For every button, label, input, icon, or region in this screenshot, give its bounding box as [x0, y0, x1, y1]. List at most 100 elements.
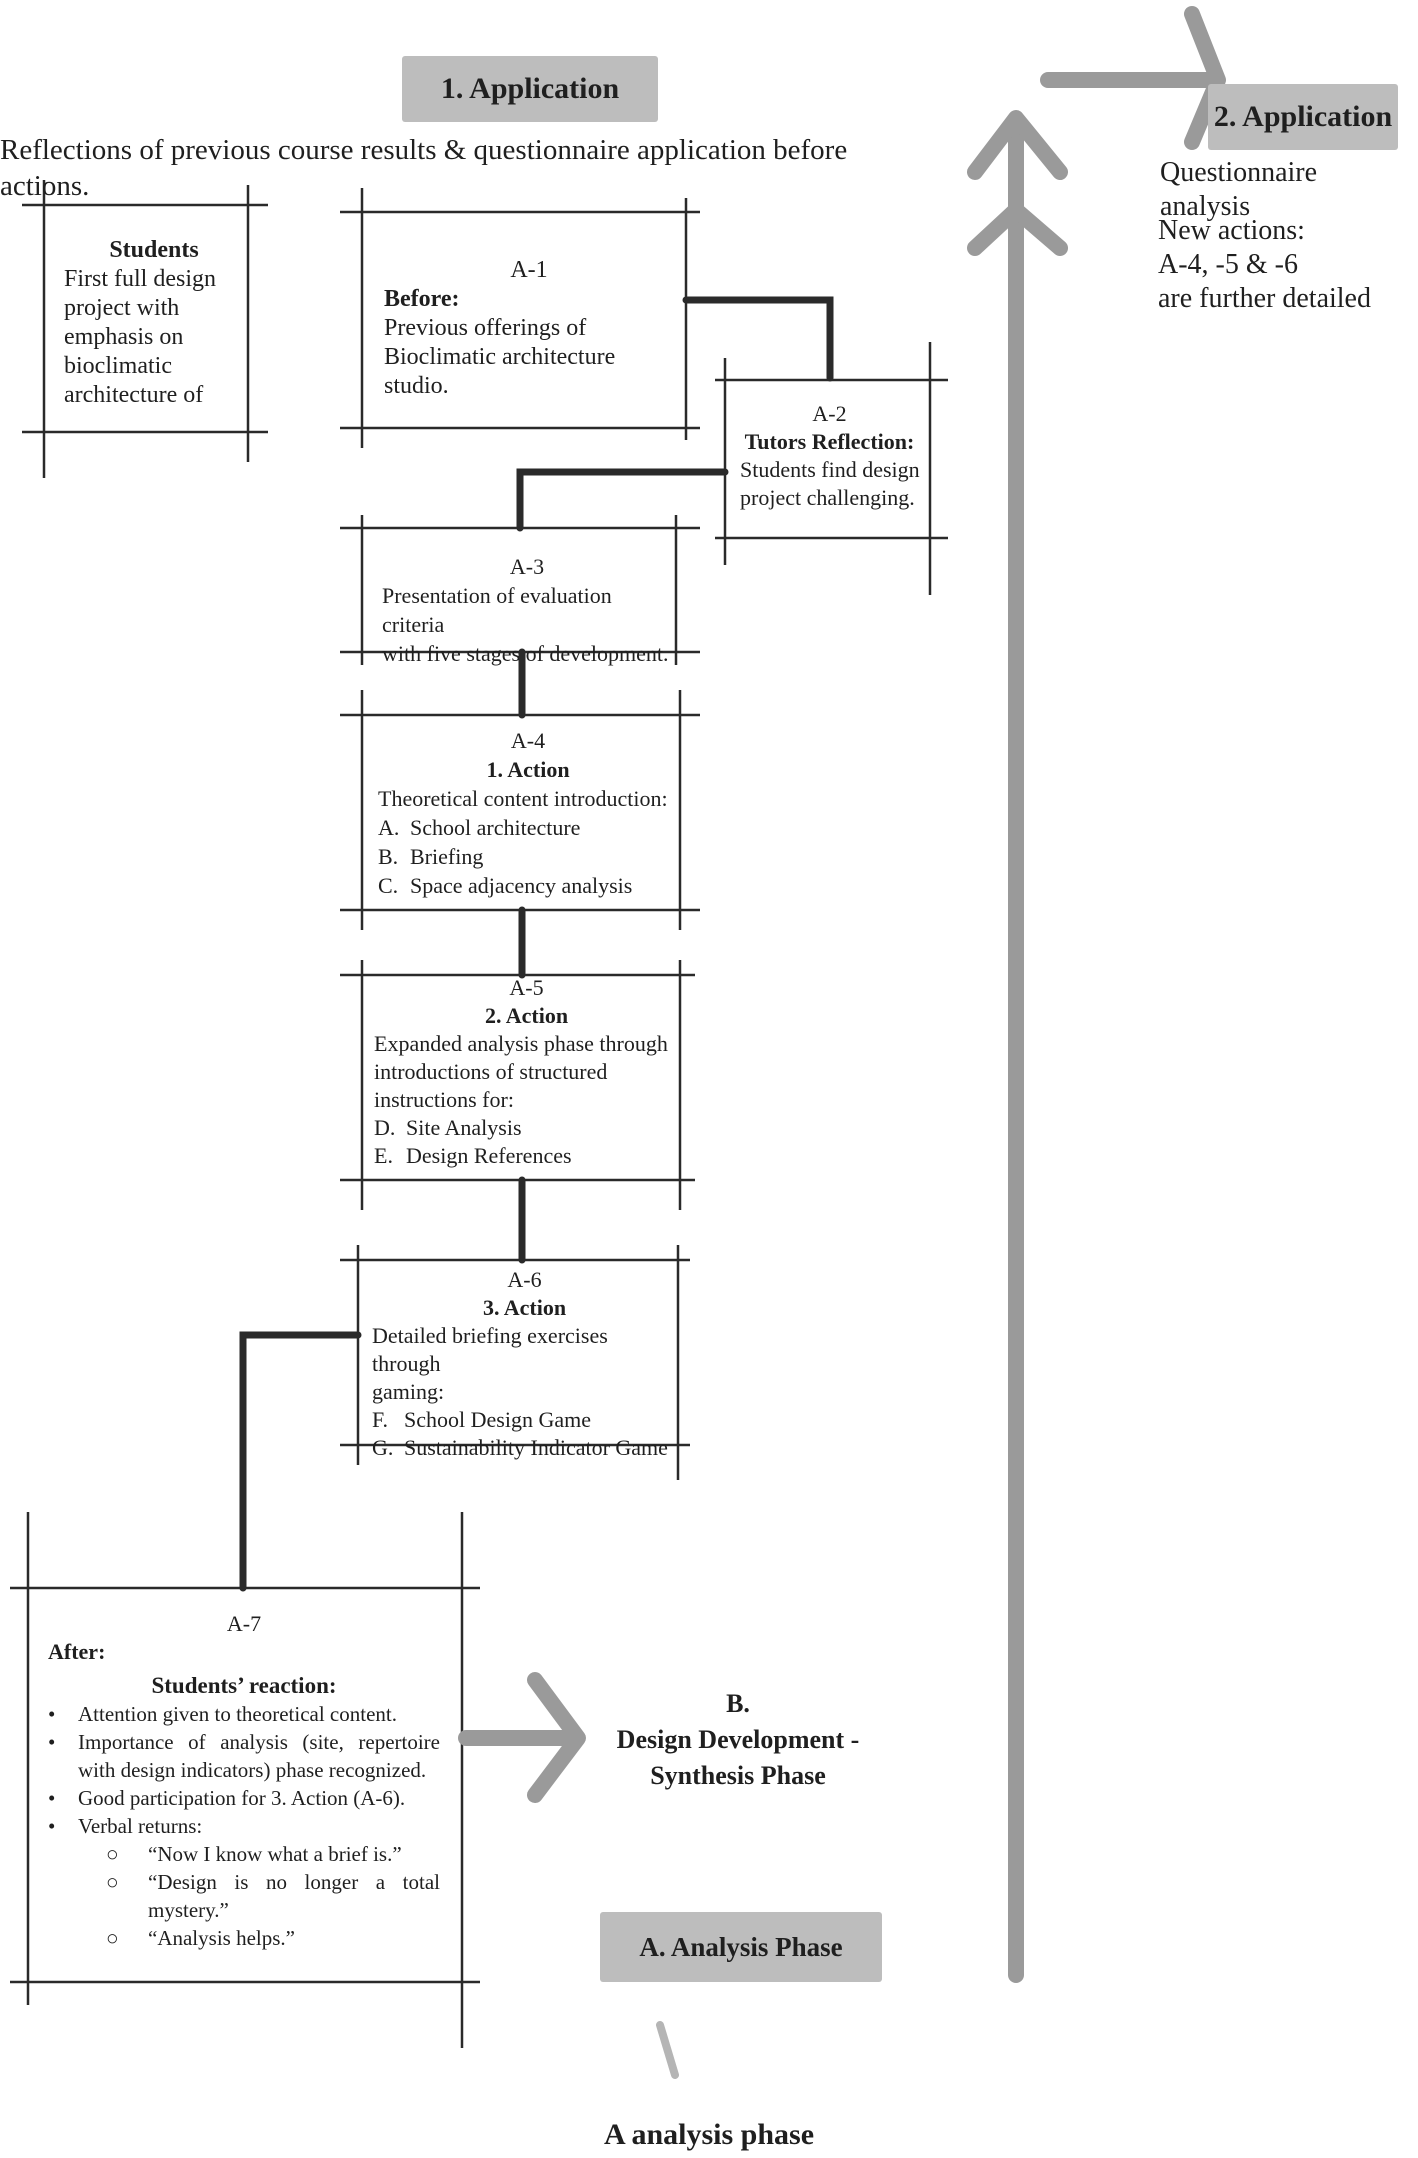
a1-heading: Before: — [384, 286, 460, 312]
a6-id: A-6 — [507, 1267, 542, 1292]
a7-quote-text: “Analysis helps.” — [148, 1926, 295, 1950]
a7-bullet-text: Good participation for 3. Action (A-6). — [78, 1786, 406, 1810]
students-line: First full design — [64, 266, 217, 292]
bullet-icon: • — [48, 1702, 56, 1726]
application-2-tag: 2. Application — [1208, 84, 1398, 150]
a7-id: A-7 — [226, 1611, 262, 1636]
a7-bullet: • Verbal returns: — [48, 1812, 440, 1840]
bullet-icon: • — [48, 1814, 56, 1838]
students-title: Students — [109, 237, 199, 263]
a4-item-text: Briefing — [410, 844, 484, 869]
a5-item-text: Site Analysis — [406, 1115, 522, 1140]
a6-item: G. Sustainability Indicator Game — [372, 1434, 677, 1462]
a4-item-marker: A. — [378, 815, 400, 840]
a1-id: A-1 — [510, 257, 548, 283]
phase-b-line: Design Development - — [616, 1725, 860, 1754]
a2-id: A-2 — [812, 401, 847, 426]
a6-item-marker: F. — [372, 1407, 388, 1432]
circle-bullet-icon: ○ — [106, 1870, 119, 1894]
a7-quote: ○ “Design is no longer a total mystery.” — [106, 1868, 440, 1924]
a7-bullet-text: Verbal returns: — [78, 1814, 203, 1838]
arrow-head-top-right — [1184, 6, 1226, 150]
a5-item-marker: E. — [374, 1143, 393, 1168]
new-actions-line: are further detailed — [1158, 283, 1371, 314]
connector-a6-a7 — [239, 1331, 362, 1592]
a2-line: project challenging. — [740, 485, 915, 510]
a7-bullet-text: Importance of analysis (site, repertoire… — [78, 1730, 440, 1782]
students-line: emphasis on — [64, 324, 184, 350]
students-line: architecture of — [64, 382, 204, 408]
phase-a-tag: A. Analysis Phase — [600, 1912, 882, 1982]
a4-item: C. Space adjacency analysis — [378, 871, 678, 900]
a7-quote: ○ “Analysis helps.” — [106, 1924, 440, 1952]
a1-line: studio. — [384, 373, 449, 399]
a6-item-marker: G. — [372, 1435, 394, 1460]
circle-bullet-icon: ○ — [106, 1842, 119, 1866]
a3-line: with five stages of development. — [382, 641, 669, 666]
a4-box: A-4 1. Action Theoretical content introd… — [378, 726, 678, 900]
a4-item: B. Briefing — [378, 842, 678, 871]
arrow-head-lower — [967, 202, 1068, 256]
subtitle-reflections: Reflections of previous course results &… — [0, 134, 848, 202]
circle-bullet-icon: ○ — [106, 1926, 119, 1950]
a6-item-text: Sustainability Indicator Game — [404, 1435, 668, 1460]
arrow-head-upper — [967, 110, 1068, 180]
a5-heading: 2. Action — [484, 1003, 569, 1028]
new-actions-line: A-4, -5 & -6 — [1158, 249, 1298, 280]
a1-line: Bioclimatic architecture — [384, 344, 616, 370]
a7-bullet: • Attention given to theoretical content. — [48, 1700, 440, 1728]
a5-item-text: Design References — [406, 1143, 572, 1168]
connector-a1-a2 — [682, 296, 834, 382]
new-actions-line: New actions: — [1158, 215, 1305, 246]
a4-item-text: Space adjacency analysis — [410, 873, 633, 898]
bullet-icon: • — [48, 1730, 56, 1754]
a5-intro-line: Expanded analysis phase through — [374, 1031, 668, 1056]
connector-a2-a3 — [516, 468, 729, 532]
a7-quote-text: “Now I know what a brief is.” — [148, 1842, 402, 1866]
a6-intro-line: Detailed briefing exercises through — [372, 1323, 608, 1376]
a4-heading: 1. Action — [486, 757, 570, 782]
a4-id: A-4 — [510, 728, 546, 753]
a7-quote-text: “Design is no longer a total mystery.” — [148, 1870, 440, 1922]
a6-intro-line: gaming: — [372, 1379, 445, 1404]
application-1-tag: 1. Application — [402, 56, 658, 122]
a5-item: E. Design References — [374, 1142, 679, 1170]
a4-intro: Theoretical content introduction: — [378, 786, 668, 811]
a7-bullet-text: Attention given to theoretical content. — [78, 1702, 397, 1726]
a3-id: A-3 — [509, 554, 545, 579]
a2-heading: Tutors Reflection: — [744, 429, 915, 454]
a7-heading: Students’ reaction: — [151, 1673, 337, 1698]
a6-box: A-6 3. Action Detailed briefing exercise… — [372, 1266, 677, 1462]
a7-after: After: — [48, 1639, 106, 1664]
figure-caption: A analysis phase — [603, 2118, 815, 2151]
arrow-to-phase-b-head — [527, 1672, 586, 1803]
a5-intro-line: introductions of structured — [374, 1059, 608, 1084]
a6-item: F. School Design Game — [372, 1406, 677, 1434]
a7-bullet: • Good participation for 3. Action (A-6). — [48, 1784, 440, 1812]
a2-box: A-2 Tutors Reflection: Students find des… — [732, 400, 927, 512]
a5-item: D. Site Analysis — [374, 1114, 679, 1142]
a4-item: A. School architecture — [378, 813, 678, 842]
a1-box: A-1 Before: Previous offerings of Biocli… — [384, 256, 674, 401]
a4-item-text: School architecture — [410, 815, 581, 840]
a7-quote: ○ “Now I know what a brief is.” — [106, 1840, 440, 1868]
a5-intro-line: instructions for: — [374, 1087, 514, 1112]
a7-box: A-7 After: Students’ reaction: • Attentio… — [48, 1610, 440, 1952]
a6-item-text: School Design Game — [404, 1407, 591, 1432]
bullet-icon: • — [48, 1786, 56, 1810]
a4-item-marker: C. — [378, 873, 399, 898]
a3-box: A-3 Presentation of evaluation criteria … — [382, 552, 672, 668]
a6-heading: 3. Action — [482, 1295, 567, 1320]
new-actions-block: New actions: A-4, -5 & -6 are further de… — [1158, 214, 1408, 316]
a4-item-marker: B. — [378, 844, 399, 869]
a1-line: Previous offerings of — [384, 315, 587, 341]
a3-line: Presentation of evaluation criteria — [382, 583, 612, 637]
stray-mark — [656, 2021, 679, 2079]
a5-id: A-5 — [509, 975, 544, 1000]
a7-bullet: • Importance of analysis (site, repertoir… — [48, 1728, 440, 1784]
phase-b-line: Synthesis Phase — [650, 1761, 826, 1790]
students-box: Students First full design project with … — [64, 236, 244, 410]
phase-b-letter: B. — [726, 1689, 750, 1718]
a5-item-marker: D. — [374, 1115, 396, 1140]
